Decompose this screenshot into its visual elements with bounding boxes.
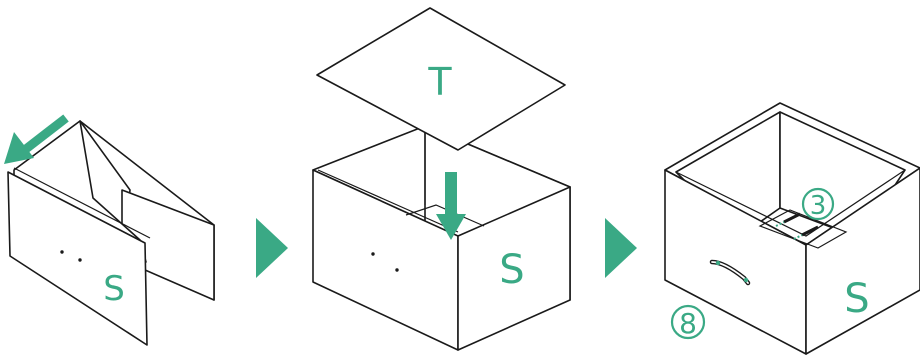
step-3-assembled-box: 3 8 S: [664, 102, 920, 355]
arrow-right-icon: [605, 218, 637, 278]
callout-8: 8: [670, 304, 706, 340]
box-label-s: S: [844, 276, 869, 322]
hole-dot: [371, 252, 375, 256]
box-front-right: [805, 167, 920, 355]
part-label-s: S: [103, 269, 125, 309]
callout-3: 3: [801, 187, 835, 221]
callout-8-label: 8: [679, 307, 697, 340]
panel-label-t: T: [427, 60, 452, 104]
box-rim-inner: [317, 169, 459, 233]
step-1-folded-panel: S: [4, 114, 215, 346]
fold-edge: [13, 167, 151, 239]
screw-icon: [775, 212, 819, 240]
arrow-down-icon: [436, 172, 466, 240]
box-bottom-panel: [758, 209, 848, 249]
arrow-left-down-icon: [4, 114, 69, 164]
handle-icon: [709, 259, 751, 286]
hole-dot: [78, 258, 82, 262]
callout-3-label: 3: [810, 191, 827, 221]
box-label-s: S: [499, 247, 524, 293]
arrow-right-icon: [256, 218, 288, 278]
fold-panel-front: [7, 171, 148, 346]
top-panel: [316, 7, 566, 151]
box-inner-edge: [405, 204, 485, 227]
box-rim-inner: [675, 169, 906, 237]
step-2-box-with-top: T S: [312, 7, 571, 351]
box-front-right: [457, 186, 571, 351]
hole-dot: [60, 250, 64, 254]
hole-dot: [395, 268, 399, 272]
